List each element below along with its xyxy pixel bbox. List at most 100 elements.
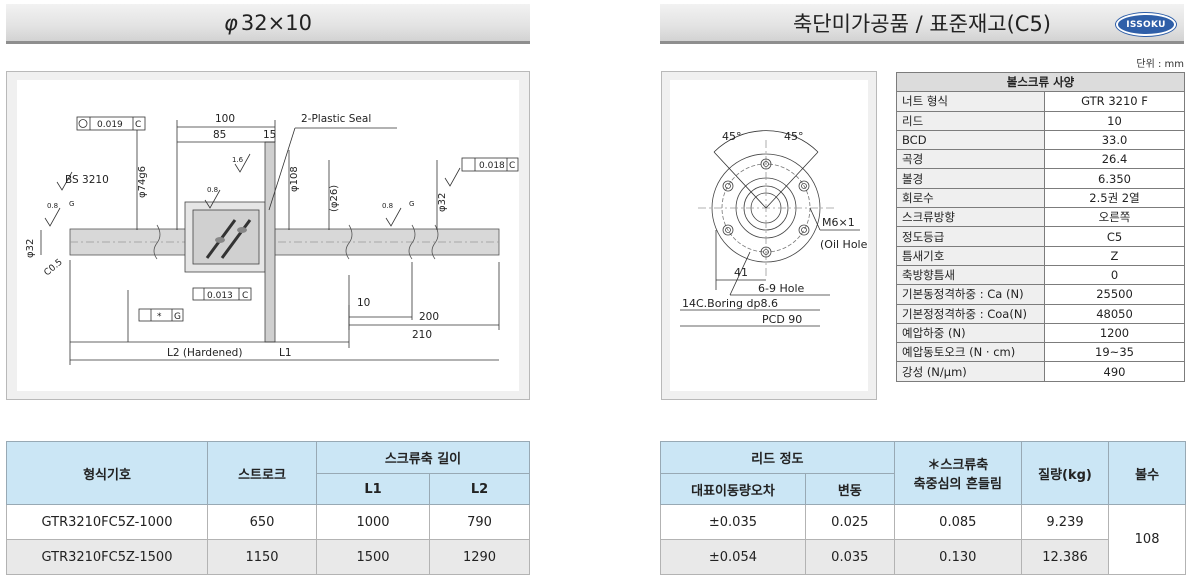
flange-drawing-panel: 45° 45° M6×1 (Oil Hole) 41 6-9 Hole 14C.…	[661, 71, 877, 400]
runout-cell: 0.130	[893, 539, 1022, 575]
pcd-label: PCD 90	[762, 313, 802, 326]
spec-key: 강성 (N/μm)	[896, 361, 1045, 382]
spec-key: BCD	[896, 129, 1045, 151]
spec-row: 예압하중 (N)1200	[896, 322, 1185, 344]
boring-label: 14C.Boring dp8.6	[682, 297, 778, 310]
stroke-cell: 650	[207, 504, 317, 540]
tol-right-ref: C	[509, 161, 515, 171]
spec-key: 회로수	[896, 187, 1045, 209]
dim-15: 15	[263, 129, 276, 141]
spec-row: 강성 (N/μm)490	[896, 361, 1185, 382]
spec-row: 기본동정격하중 : Ca (N)25500	[896, 284, 1185, 305]
spec-key: 볼경	[896, 168, 1045, 189]
l1-cell: 1000	[316, 504, 430, 540]
col-lead-accuracy: 리드 정도	[660, 441, 895, 474]
spec-key: 스크류방향	[896, 207, 1045, 228]
brand-logo: ISSOKU	[1116, 13, 1176, 36]
stroke-cell: 1150	[207, 539, 317, 575]
dim-100: 100	[215, 113, 235, 125]
mass-cell: 9.239	[1020, 504, 1110, 540]
spec-value: 33.0	[1044, 129, 1185, 151]
mass-cell: 12.386	[1020, 539, 1110, 575]
d108-label: φ108	[289, 166, 300, 192]
right-title: 축단미가공품 / 표준재고(C5)	[792, 11, 1052, 36]
oil-hole-label: (Oil Hole)	[820, 238, 868, 251]
flatness-value: 0.013	[207, 291, 233, 301]
spec-value: 0	[1044, 264, 1185, 286]
rough-g-a: G	[69, 200, 74, 208]
spec-value: 10	[1044, 110, 1185, 131]
d32-right-label: φ32	[437, 193, 448, 212]
dim-85: 85	[213, 129, 226, 141]
spec-table-title: 볼스크류 사양	[896, 71, 1185, 93]
tap-label: M6×1	[822, 216, 855, 229]
angle-1: 45°	[722, 130, 742, 143]
spec-key: 곡경	[896, 149, 1045, 170]
left-title-bar: φ 32×10	[6, 4, 530, 44]
spec-value: 19~35	[1044, 342, 1185, 363]
spec-value: 25500	[1044, 284, 1185, 305]
dim-210: 210	[412, 329, 432, 341]
col-screw-length: 스크류축 길이	[316, 441, 530, 474]
d74-label: φ74g6	[137, 166, 148, 198]
flatness-ref: C	[242, 291, 248, 301]
spec-key: 축방향틈새	[896, 264, 1045, 286]
spec-key: 예압하중 (N)	[896, 322, 1045, 344]
tol-right-value: 0.018	[479, 161, 505, 171]
model-table: 형식기호 스트로크 스크류축 길이 L1 L2 GTR3210FC5Z-1000…	[6, 441, 530, 575]
bs-label: BS 3210	[65, 174, 109, 186]
accuracy-table: 리드 정도 ＊스크류축 축중심의 흔들림 질량(kg) 볼수 대표이동량오차 변…	[660, 441, 1186, 575]
angle-2: 45°	[784, 130, 804, 143]
spec-value: 490	[1044, 361, 1185, 382]
rough-16: 1.6	[232, 156, 244, 164]
rough-g-b: G	[409, 200, 414, 208]
spec-value: 6.350	[1044, 168, 1185, 189]
l2-cell: 1290	[429, 539, 530, 575]
col-variation: 변동	[804, 473, 895, 505]
screw-drawing-panel: 0.019 C 0.018 C 0.013 C * G 100 85 15 10…	[6, 71, 530, 400]
table-row: GTR3210FC5Z-1000 650 1000 790	[6, 504, 530, 540]
rep-cell: ±0.054	[660, 539, 806, 575]
table-row: ±0.035 0.025 0.085 9.239 108	[660, 504, 1186, 575]
col-model: 형식기호	[6, 441, 208, 505]
model-cell: GTR3210FC5Z-1000	[6, 504, 208, 540]
tol-top-ref: C	[135, 120, 141, 130]
phi-symbol: φ	[224, 10, 238, 35]
spec-key: 너트 형식	[896, 91, 1045, 112]
spec-value: 오른쪽	[1044, 207, 1185, 228]
col-l2: L2	[429, 473, 530, 505]
col-mass: 질량(kg)	[1020, 441, 1110, 505]
spec-value: GTR 3210 F	[1044, 91, 1185, 112]
spec-key: 기본정정격하중 : Coa(N)	[896, 303, 1045, 324]
l2-cell: 790	[429, 504, 530, 540]
col-runout: ＊스크류축 축중심의 흔들림	[893, 441, 1022, 505]
model-cell: GTR3210FC5Z-1500	[6, 539, 208, 575]
circ-label: *	[157, 312, 162, 322]
spec-key: 리드	[896, 110, 1045, 131]
d32-left-label: φ32	[25, 239, 36, 258]
left-title: 32×10	[240, 10, 312, 35]
balls-cell: 108	[1108, 504, 1186, 575]
spec-key: 예압동토오크 (N · cm)	[896, 342, 1045, 363]
col-stroke: 스트로크	[207, 441, 317, 505]
screw-drawing: 0.019 C 0.018 C 0.013 C * G 100 85 15 10…	[17, 80, 519, 391]
col-rep-error: 대표이동량오차	[660, 473, 806, 505]
seal-label: 2-Plastic Seal	[301, 113, 371, 125]
dim-41: 41	[734, 266, 748, 279]
rough-08-b: 0.8	[207, 186, 218, 194]
c05-label: C0.5	[43, 257, 65, 278]
unit-note: 단위 : mm	[1136, 59, 1184, 70]
spec-value: Z	[1044, 245, 1185, 266]
spec-row: 예압동토오크 (N · cm)19~35	[896, 342, 1185, 363]
spec-row: 기본정정격하중 : Coa(N)48050	[896, 303, 1185, 324]
spec-value: 1200	[1044, 322, 1185, 344]
